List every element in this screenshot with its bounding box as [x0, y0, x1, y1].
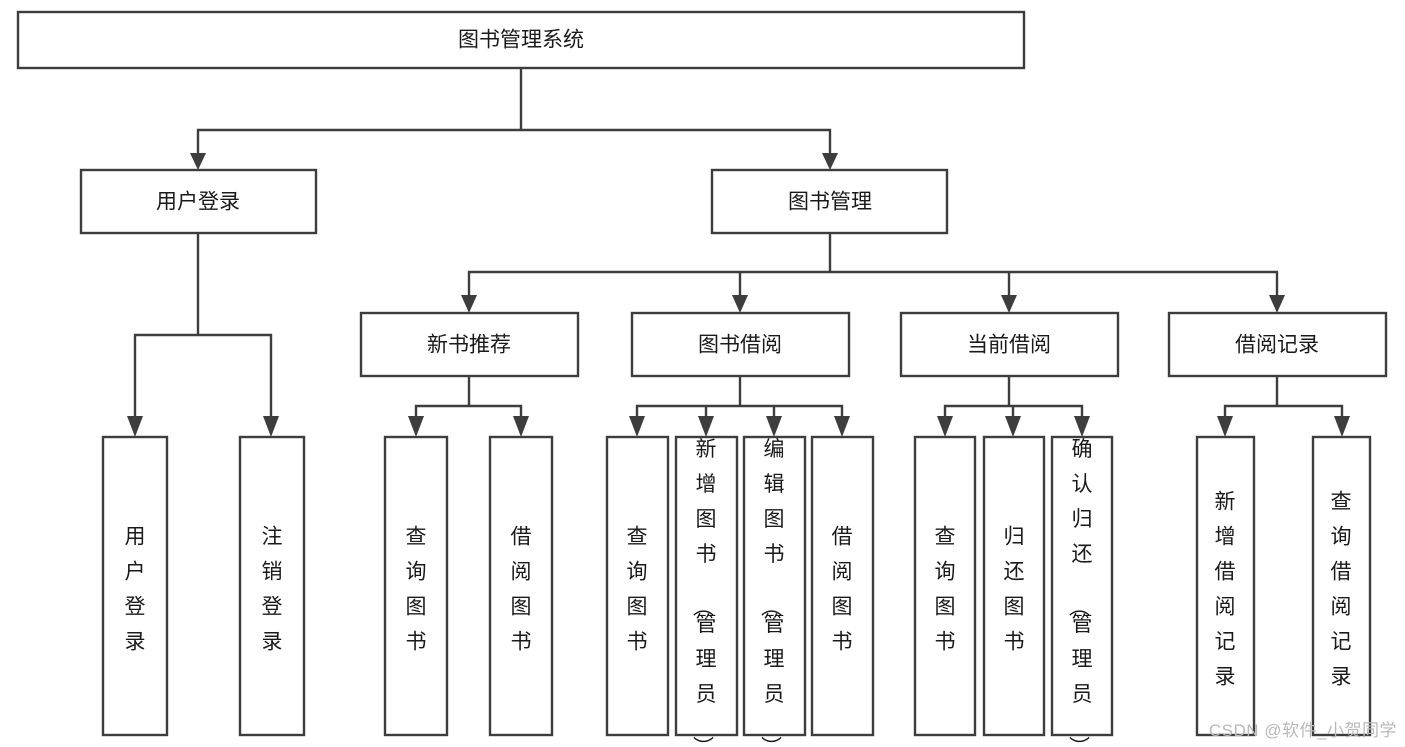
node-login[interactable]: 用户登录 [79, 168, 318, 235]
arrow-head-icon [1074, 416, 1090, 437]
node-leaf-4[interactable]: 借阅图书 [488, 435, 554, 737]
connector-newbook-children [414, 374, 523, 422]
arrow-head-icon [1001, 295, 1017, 313]
node-bookmgmt[interactable]: 图书管理 [710, 168, 949, 235]
node-box-leaf-13[interactable] [1311, 435, 1372, 737]
node-leaf-5[interactable]: 查询图书 [605, 435, 670, 737]
node-leaf-12[interactable]: 新增借阅记录 [1195, 435, 1256, 737]
csdn-watermark: CSDN @软件_小贺同学 [1208, 721, 1397, 740]
connector-root-children [196, 66, 832, 157]
node-leaf-1[interactable]: 用户登录 [101, 435, 169, 737]
arrow-head-icon [263, 416, 279, 437]
node-leaf-2[interactable]: 注销登录 [238, 435, 306, 737]
connector-group-bookmgmt-to-level3 [461, 231, 1285, 313]
node-box-records[interactable] [1167, 311, 1388, 378]
node-leaf-11[interactable]: 确认归还（管理员） [1050, 435, 1114, 747]
node-box-leaf-2[interactable] [238, 435, 306, 737]
node-label-newbook: 新书推荐 [427, 334, 511, 357]
node-label-leaf-7: 编辑图书（管理员） [759, 438, 785, 747]
node-label-bookmgmt: 图书管理 [788, 191, 872, 214]
arrow-head-icon [1005, 416, 1021, 437]
connector-borrow-children [635, 374, 844, 422]
node-label-records: 借阅记录 [1235, 334, 1319, 357]
connector-group-current-to-leaves [937, 374, 1090, 437]
node-box-leaf-1[interactable] [101, 435, 169, 737]
node-leaf-13[interactable]: 查询借阅记录 [1311, 435, 1372, 737]
connector-bookmgmt-children [467, 231, 1279, 299]
arrow-head-icon [629, 416, 645, 437]
arrow-head-icon [513, 416, 529, 437]
node-box-current[interactable] [899, 311, 1120, 378]
node-box-leaf-11[interactable] [1050, 435, 1114, 737]
arrow-head-icon [127, 416, 143, 437]
arrow-head-icon [461, 295, 477, 313]
node-label-login: 用户登录 [156, 191, 240, 214]
connector-group-records-to-leaves [1217, 374, 1350, 437]
node-label-borrow: 图书借阅 [698, 334, 782, 357]
node-box-leaf-4[interactable] [488, 435, 554, 737]
node-label-leaf-4: 借阅图书 [511, 525, 532, 653]
arrow-head-icon [1217, 416, 1233, 437]
connector-login-children [133, 231, 273, 422]
node-label-leaf-10: 归还图书 [1004, 525, 1025, 653]
node-box-root[interactable] [16, 10, 1026, 70]
node-box-borrow[interactable] [630, 311, 851, 378]
arrow-head-icon [190, 153, 206, 170]
node-leaf-9[interactable]: 查询图书 [913, 435, 977, 737]
node-box-bookmgmt[interactable] [710, 168, 949, 235]
node-label-leaf-12: 新增借阅记录 [1215, 490, 1236, 688]
node-box-leaf-10[interactable] [982, 435, 1046, 737]
arrow-head-icon [1269, 295, 1285, 313]
node-box-leaf-7[interactable] [742, 435, 807, 737]
node-box-newbook[interactable] [359, 311, 580, 378]
arrow-head-icon [732, 295, 748, 313]
node-label-leaf-8: 借阅图书 [832, 525, 853, 653]
node-box-leaf-12[interactable] [1195, 435, 1256, 737]
node-root[interactable]: 图书管理系统 [16, 10, 1026, 70]
arrow-head-icon [698, 416, 714, 437]
node-label-leaf-9: 查询图书 [935, 525, 956, 653]
connector-group-borrow-to-leaves [629, 374, 850, 437]
node-box-login[interactable] [79, 168, 318, 235]
node-label-leaf-6: 新增图书（管理员） [691, 438, 717, 747]
node-label-leaf-3: 查询图书 [406, 525, 427, 653]
node-leaf-3[interactable]: 查询图书 [383, 435, 449, 737]
node-leaf-8[interactable]: 借阅图书 [810, 435, 875, 737]
node-records[interactable]: 借阅记录 [1167, 311, 1388, 378]
arrow-head-icon [408, 416, 424, 437]
node-box-leaf-5[interactable] [605, 435, 670, 737]
node-leaf-6[interactable]: 新增图书（管理员） [674, 435, 739, 747]
node-label-leaf-5: 查询图书 [627, 525, 648, 653]
node-label-leaf-13: 查询借阅记录 [1331, 490, 1352, 688]
connector-group-newbook-to-leaves [408, 374, 529, 437]
node-label-root: 图书管理系统 [458, 29, 584, 52]
node-box-leaf-8[interactable] [810, 435, 875, 737]
connector-group-login-to-leaves [127, 231, 279, 437]
arrow-head-icon [834, 416, 850, 437]
node-leaf-10[interactable]: 归还图书 [982, 435, 1046, 737]
arrow-head-icon [822, 153, 838, 170]
node-box-leaf-9[interactable] [913, 435, 977, 737]
connector-current-children [943, 374, 1084, 422]
arrow-head-icon [1334, 416, 1350, 437]
arrow-head-icon [937, 416, 953, 437]
node-newbook[interactable]: 新书推荐 [359, 311, 580, 378]
node-label-current: 当前借阅 [967, 334, 1051, 357]
node-box-leaf-6[interactable] [674, 435, 739, 737]
connector-records-children [1223, 374, 1344, 422]
node-label-leaf-2: 注销登录 [262, 525, 283, 653]
node-borrow[interactable]: 图书借阅 [630, 311, 851, 378]
connector-group-root-to-level2 [190, 66, 838, 170]
node-label-leaf-1: 用户登录 [125, 525, 146, 653]
node-box-leaf-3[interactable] [383, 435, 449, 737]
node-current[interactable]: 当前借阅 [899, 311, 1120, 378]
node-label-leaf-11: 确认归还（管理员） [1067, 438, 1093, 747]
node-leaf-7[interactable]: 编辑图书（管理员） [742, 435, 807, 747]
arrow-head-icon [766, 416, 782, 437]
